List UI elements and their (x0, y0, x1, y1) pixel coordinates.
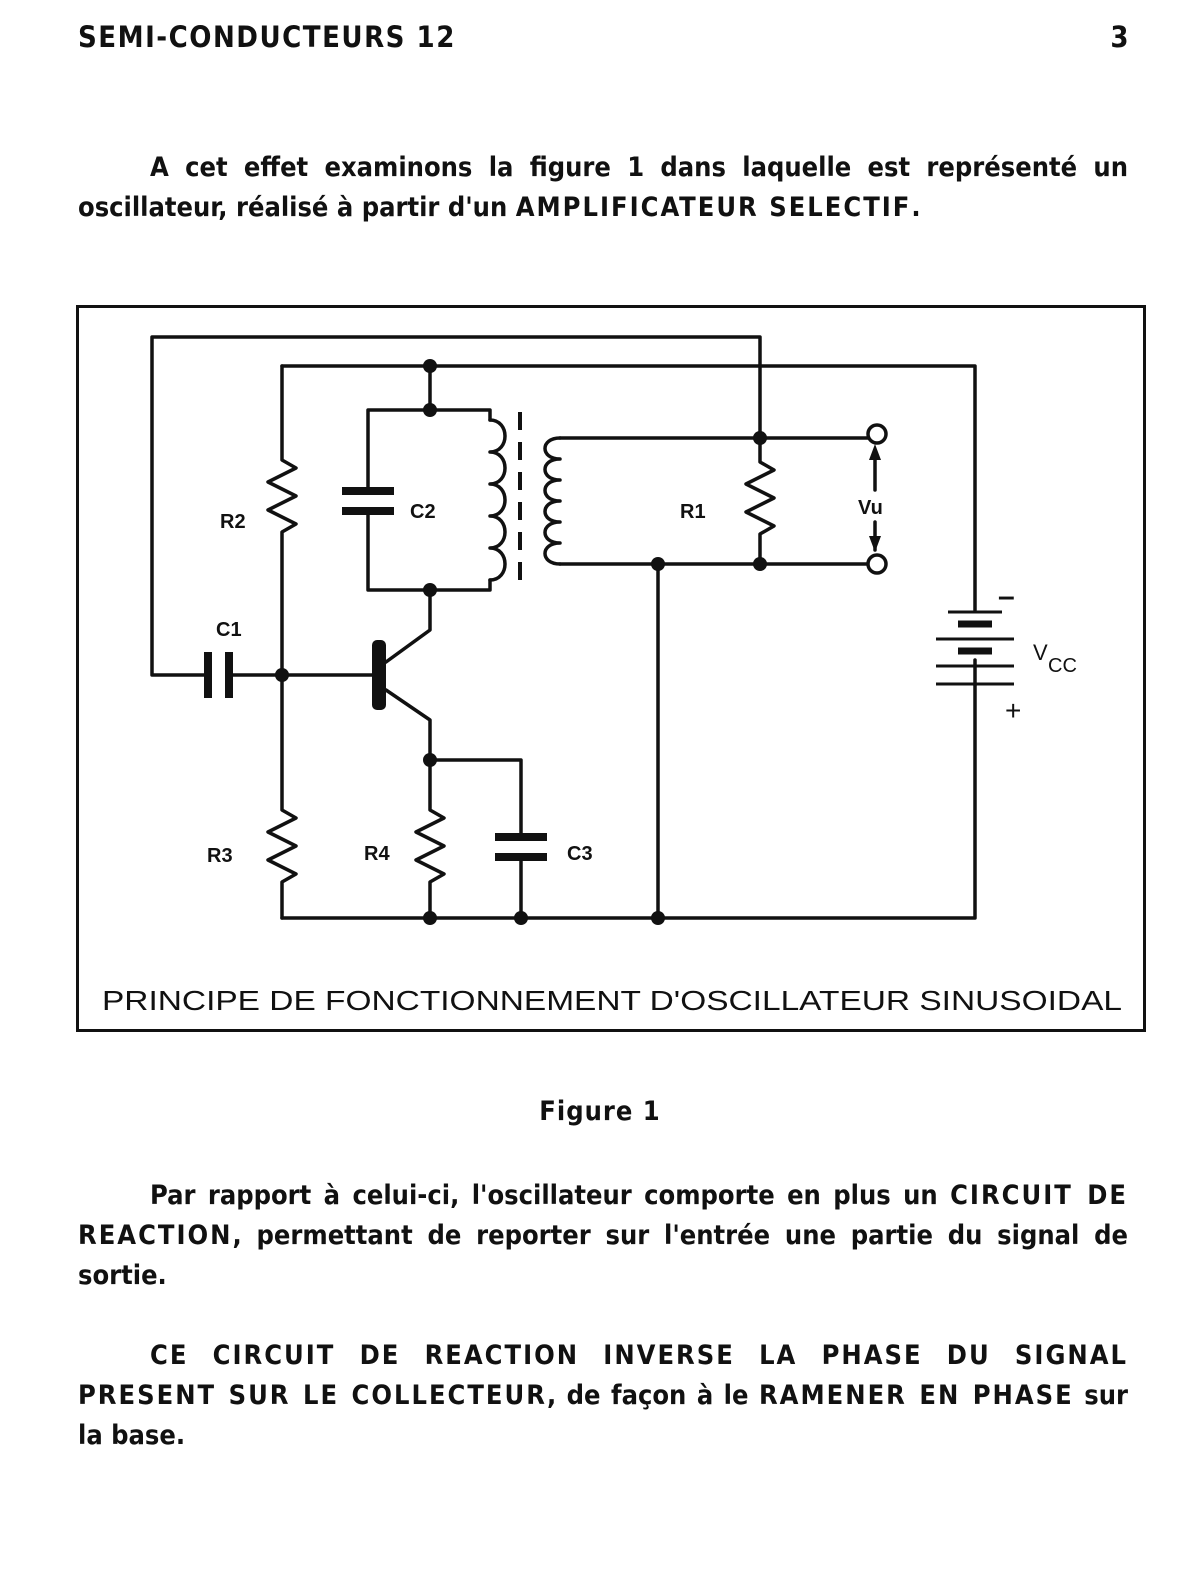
junction-dot (514, 911, 528, 925)
figure-frame (76, 305, 1146, 1032)
label-c3: C3 (567, 843, 593, 865)
r2-wire (266, 364, 298, 677)
output-terminal-bottom (866, 553, 888, 575)
emitter-wire (384, 688, 432, 762)
intro-emphasis: AMPLIFICATEUR SELECTIF (515, 192, 912, 223)
label-r2: R2 (220, 511, 246, 533)
feedback-wire (150, 335, 762, 677)
output-terminal-top (866, 423, 888, 445)
c3-wire (428, 758, 523, 840)
transistor-base-bar (372, 640, 386, 710)
intro-end: . (911, 192, 921, 223)
phase-caps-text: CE CIRCUIT DE REACTION INVERSE LA PHASE … (78, 1340, 1128, 1411)
label-c2: C2 (410, 501, 436, 523)
page-number: 3 (1110, 20, 1130, 54)
reaction-emphasis: CIRCUIT DE REACTION (78, 1180, 1128, 1251)
junction-dot (651, 911, 665, 925)
intro-text: A cet effet examinons la figure 1 dans l… (78, 152, 1128, 223)
r3-wire (266, 673, 298, 920)
junction-dot (753, 431, 767, 445)
junction-dot (651, 557, 665, 571)
r1-wire (744, 436, 776, 566)
junction-dot (423, 403, 437, 417)
battery-plus-sign: + (1005, 695, 1021, 726)
intro-paragraph: A cet effet examinons la figure 1 dans l… (78, 148, 1128, 228)
tank-wire (366, 364, 432, 492)
label-vcc-subscript: CC (1048, 655, 1077, 677)
figure-inner-title: PRINCIPE DE FONCTIONNEMENT D'OSCILLATEUR… (102, 985, 1122, 1016)
reaction-text-2: , permettant de reporter sur l'entrée un… (78, 1220, 1128, 1291)
r4-wire (414, 758, 446, 920)
primary-winding (488, 418, 507, 582)
junction-dot (423, 583, 437, 597)
label-c1: C1 (216, 619, 242, 641)
reaction-paragraph: Par rapport à celui-ci, l'oscillateur co… (78, 1176, 1128, 1296)
label-vcc-v: V (1033, 640, 1048, 665)
phase-paragraph: CE CIRCUIT DE REACTION INVERSE LA PHASE … (78, 1336, 1128, 1456)
label-r4: R4 (364, 843, 390, 865)
collector-wire (384, 588, 432, 664)
running-header-title: SEMI-CONDUCTEURS 12 (78, 20, 456, 54)
battery-minus-sign: – (998, 580, 1015, 613)
junction-dot (423, 359, 437, 373)
phase-emphasis: RAMENER EN PHASE (758, 1380, 1074, 1411)
phase-text-1: , de façon à le (546, 1380, 759, 1411)
junction-dot (275, 668, 289, 682)
oscillator-circuit-diagram: R2 C2 R1 Vu C1 R3 R4 C3 – + V CC PRINCIP… (102, 335, 1122, 1016)
figure-caption: Figure 1 (539, 1096, 661, 1127)
junction-dot (423, 753, 437, 767)
reaction-text-1: Par rapport à celui-ci, l'oscillateur co… (150, 1180, 951, 1211)
top-rail (280, 364, 977, 612)
phase-text-2: sur la base. (78, 1380, 1128, 1451)
ground-rail (280, 683, 977, 920)
junction-dot (753, 557, 767, 571)
label-r1: R1 (680, 501, 706, 523)
label-r3: R3 (207, 845, 233, 867)
junction-dot (423, 911, 437, 925)
secondary-winding (543, 436, 562, 566)
label-vu: Vu (858, 497, 883, 519)
